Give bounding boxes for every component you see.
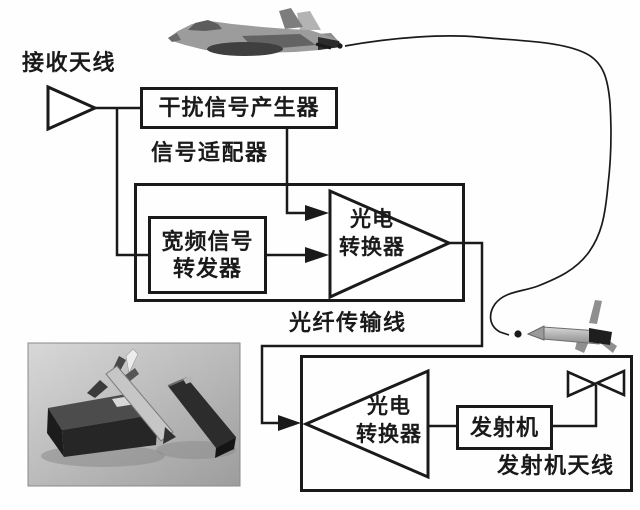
oe-converter-bottom-icon: [302, 368, 430, 480]
transmitter-antenna-icon: [566, 368, 626, 399]
arrowheads: [278, 205, 329, 431]
broadband-repeater-label-line2: 转发器: [172, 256, 242, 281]
oe-converter-top-label: 光电 转换器: [322, 206, 422, 261]
hardware-photo-image: [27, 342, 241, 487]
fiber-line-label: 光纤传输线: [289, 310, 407, 335]
fighter-jet-image: [168, 8, 341, 56]
tow-cable: [315, 35, 612, 338]
oe-converter-bottom-label-line1: 光电: [367, 394, 411, 418]
broadband-repeater-label-line1: 宽频信号: [161, 228, 254, 254]
jammer-label: 干扰信号产生器: [158, 95, 320, 121]
jammer-box: 干扰信号产生器: [140, 87, 338, 129]
receive-antenna-icon: [46, 84, 99, 132]
oe-converter-top-label-line1: 光电: [350, 207, 394, 231]
towed-decoy-image: [526, 300, 617, 353]
oe-converter-bottom-label-line2: 转换器: [356, 421, 422, 446]
receive-antenna-label: 接收天线: [22, 50, 117, 75]
transmitter-label: 发射机: [469, 414, 539, 440]
broadband-repeater-box: 宽频信号 转发器: [148, 216, 267, 294]
transmitter-unit-box: [300, 355, 633, 492]
oe-converter-top-icon: [328, 188, 453, 300]
transmitter-box: 发射机: [456, 405, 553, 450]
oe-converter-top-label-line2: 转换器: [339, 234, 405, 259]
transmitter-antenna-label: 发射机天线: [497, 453, 615, 478]
signal-adapter-box: [134, 183, 465, 302]
signal-adapter-label: 信号适配器: [151, 140, 269, 165]
oe-converter-bottom-label: 光电 转换器: [334, 393, 444, 448]
connector-lines: [95, 106, 598, 428]
